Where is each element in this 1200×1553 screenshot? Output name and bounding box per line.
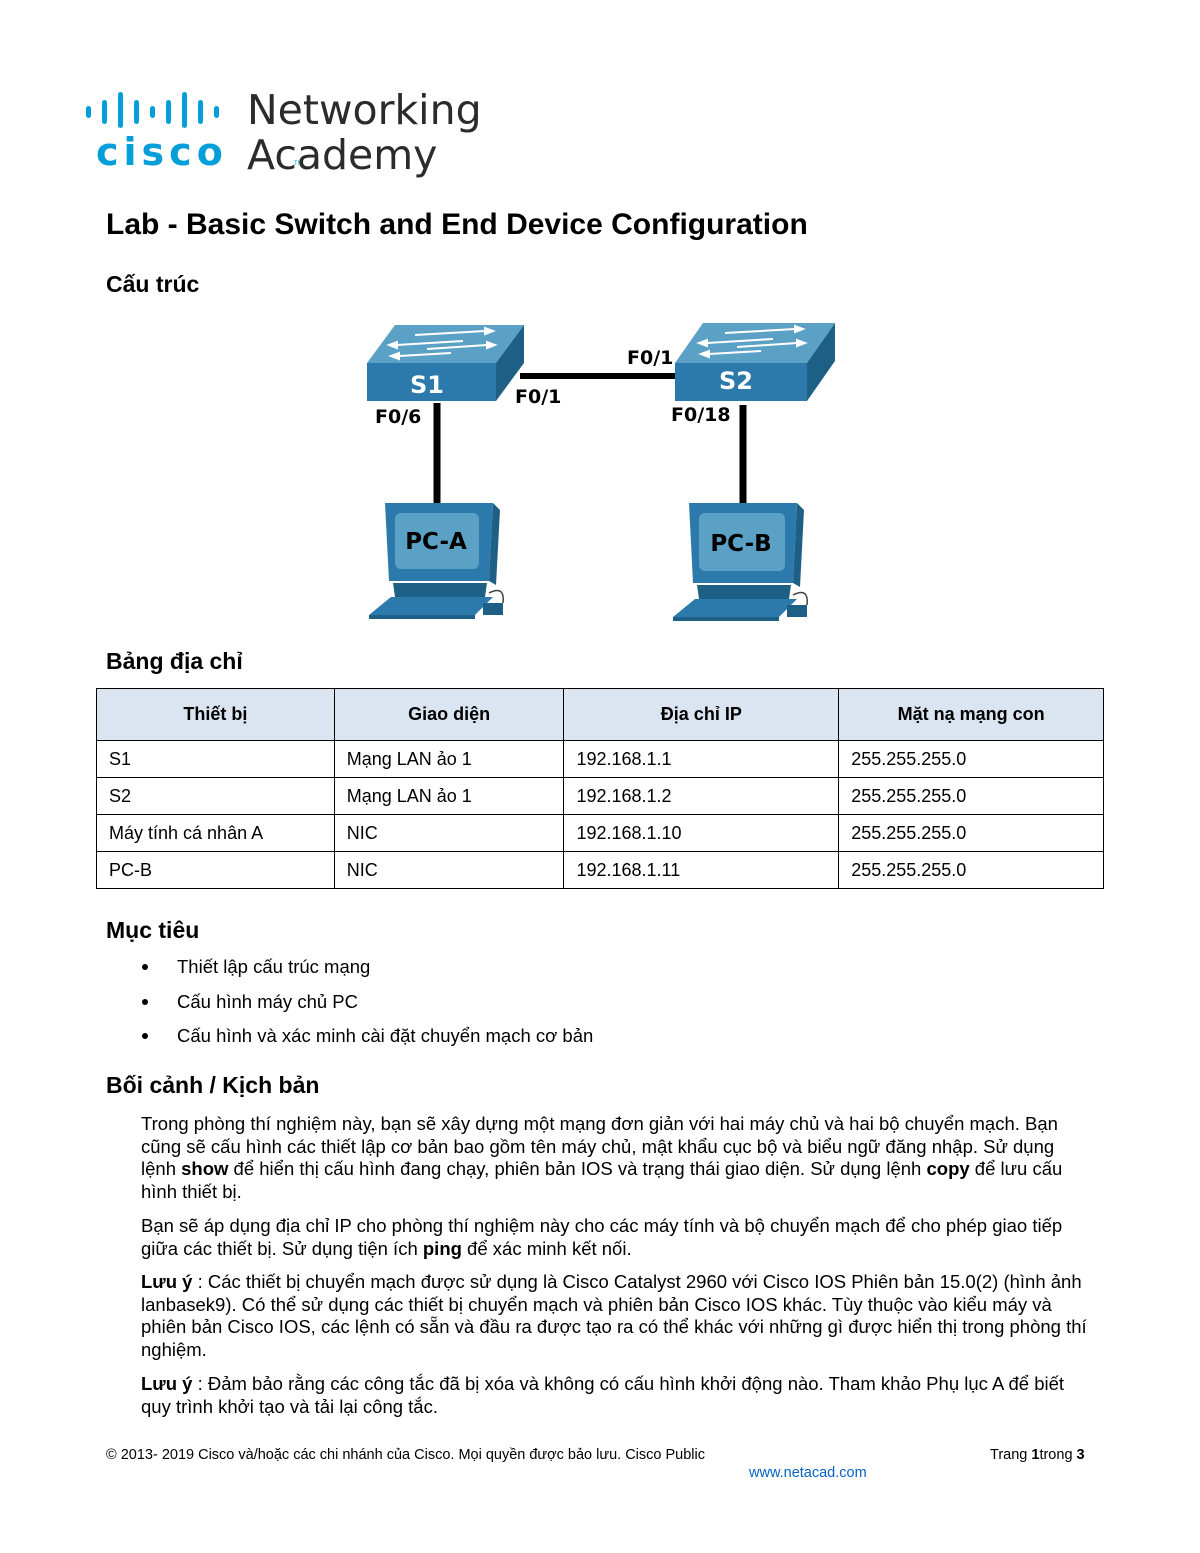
- table-cell: 192.168.1.10: [563, 814, 840, 852]
- port-label-s2-f018: F0/18: [671, 404, 731, 426]
- pc-a-icon: [369, 503, 504, 619]
- text-run: : Các thiết bị chuyển mạch được sử dụng …: [141, 1271, 1087, 1361]
- table-header-cell: Giao diện: [333, 688, 565, 741]
- table-cell: Mạng LAN ảo 1: [333, 777, 565, 815]
- cisco-bars-icon: [86, 92, 219, 128]
- text-run: Trong phòng thí nghiệm này, bạn sẽ xây d…: [141, 1113, 1058, 1180]
- port-label-s1-f06: F0/6: [375, 406, 421, 428]
- table-header-row: Thiết bị Giao diện Địa chỉ IP Mặt nạ mạn…: [96, 688, 1104, 741]
- objectives-list: Thiết lập cấu trúc mạng Cấu hình máy chủ…: [140, 955, 593, 1059]
- background-paragraph-1: Trong phòng thí nghiệm này, bạn sẽ xây d…: [141, 1113, 1091, 1204]
- note-label: Lưu ý: [141, 1373, 193, 1394]
- cisco-wordmark: cisco: [96, 130, 228, 174]
- table-cell: 192.168.1.2: [563, 777, 840, 815]
- page-title: Lab - Basic Switch and End Device Config…: [106, 208, 808, 241]
- text-run: trong: [1039, 1447, 1077, 1463]
- section-addressing-heading: Bảng địa chỉ: [106, 648, 243, 674]
- cisco-networking-academy-logo: cisco TM Networking Academy: [84, 86, 484, 186]
- page-total: 3: [1076, 1447, 1085, 1463]
- pc-b-label: PC-B: [710, 531, 771, 557]
- page-current: 1: [1031, 1447, 1040, 1463]
- table-row: S2 Mạng LAN ảo 1 192.168.1.2 255.255.255…: [96, 777, 1104, 815]
- switch-s2-icon: [675, 323, 835, 401]
- trademark-mark: TM: [294, 161, 303, 167]
- table-cell: 192.168.1.11: [563, 851, 840, 889]
- note-paragraph-2: Lưu ý : Đảm bảo rằng các công tắc đã bị …: [141, 1373, 1091, 1418]
- table-cell: NIC: [333, 851, 565, 889]
- port-label-s1-f01: F0/1: [515, 386, 561, 408]
- section-objectives-heading: Mục tiêu: [106, 917, 200, 943]
- table-cell: PC-B: [96, 851, 335, 889]
- command-ping: ping: [422, 1237, 462, 1259]
- footer-page-number: Trang 1trong 3: [990, 1447, 1085, 1463]
- table-cell: Mạng LAN ảo 1: [333, 740, 565, 778]
- table-cell: Máy tính cá nhân A: [96, 814, 335, 852]
- background-paragraph-2: Bạn sẽ áp dụng địa chỉ IP cho phòng thí …: [141, 1215, 1091, 1260]
- pc-a-label: PC-A: [405, 529, 467, 555]
- addressing-table: Thiết bị Giao diện Địa chỉ IP Mặt nạ mạn…: [96, 688, 1104, 889]
- footer-copyright: © 2013- 2019 Cisco và/hoặc các chi nhánh…: [106, 1447, 705, 1463]
- list-item: Thiết lập cấu trúc mạng: [140, 955, 593, 990]
- logo-networking: Networking: [247, 86, 482, 134]
- table-header-cell: Địa chỉ IP: [563, 688, 840, 741]
- command-copy: copy: [926, 1158, 970, 1180]
- text-run: Bạn sẽ áp dụng địa chỉ IP cho phòng thí …: [141, 1215, 1063, 1259]
- table-cell: 255.255.255.0: [838, 777, 1104, 815]
- note-label: Lưu ý: [141, 1271, 193, 1292]
- port-label-s2-f01: F0/1: [627, 347, 673, 369]
- topology-diagram: S1 S2 F0/6 F0/1 F0/1 F0/18 PC-A: [367, 323, 835, 621]
- text-run: để xác minh kết nối.: [461, 1237, 632, 1259]
- table-header-cell: Thiết bị: [96, 688, 335, 741]
- table-cell: S1: [96, 740, 335, 778]
- table-row: Máy tính cá nhân A NIC 192.168.1.10 255.…: [96, 814, 1104, 852]
- switch-s1-label: S1: [410, 371, 444, 399]
- section-topology-heading: Cấu trúc: [106, 271, 200, 297]
- table-cell: 255.255.255.0: [838, 740, 1104, 778]
- table-header-cell: Mặt nạ mạng con: [838, 688, 1104, 741]
- text-run: để lưu cấu hình thiết bị.: [141, 1158, 1063, 1203]
- text-run: để hiển thị cấu hình đang chạy, phiên bả…: [228, 1158, 927, 1180]
- switch-s1-icon: [367, 325, 524, 401]
- text-run: Trang: [990, 1447, 1032, 1463]
- list-item: Cấu hình máy chủ PC: [140, 990, 593, 1025]
- footer-link[interactable]: www.netacad.com: [749, 1465, 867, 1481]
- table-cell: 192.168.1.1: [563, 740, 840, 778]
- logo-academy: Academy: [247, 131, 438, 179]
- table-cell: 255.255.255.0: [838, 851, 1104, 889]
- text-run: : Đảm bảo rằng các công tắc đã bị xóa và…: [141, 1373, 1065, 1417]
- section-background-heading: Bối cảnh / Kịch bản: [106, 1072, 320, 1098]
- table-cell: 255.255.255.0: [838, 814, 1104, 852]
- note-paragraph-1: Lưu ý : Các thiết bị chuyển mạch được sử…: [141, 1271, 1091, 1362]
- table-row: S1 Mạng LAN ảo 1 192.168.1.1 255.255.255…: [96, 740, 1104, 778]
- pc-b-icon: [673, 503, 808, 621]
- table-cell: S2: [96, 777, 335, 815]
- table-cell: NIC: [333, 814, 565, 852]
- switch-s2-label: S2: [719, 367, 753, 395]
- command-show: show: [181, 1158, 229, 1180]
- list-item: Cấu hình và xác minh cài đặt chuyển mạch…: [140, 1024, 593, 1059]
- table-row: PC-B NIC 192.168.1.11 255.255.255.0: [96, 851, 1104, 889]
